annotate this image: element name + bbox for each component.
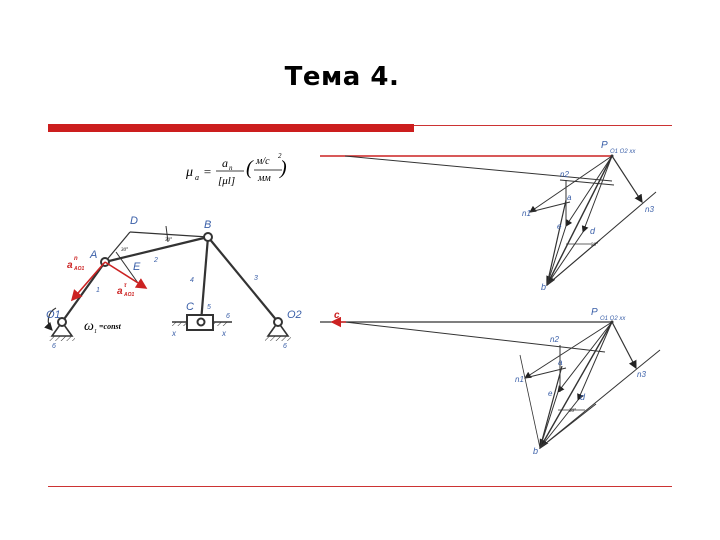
svg-text:n1: n1: [522, 209, 531, 218]
svg-text:30°: 30°: [591, 243, 598, 248]
link-1: [61, 261, 106, 323]
page-title: Тема 4.: [284, 62, 400, 92]
acceleration-plan-bottom: 30° c P O1 O2 xx n2 n1 a e d n3 b: [320, 307, 661, 456]
title-accent-bar: [48, 124, 414, 132]
svg-text:n1: n1: [515, 375, 524, 384]
svg-text:e: e: [557, 222, 562, 231]
label-c: c: [334, 310, 340, 321]
svg-text:=: =: [203, 164, 212, 179]
link-3: [207, 236, 279, 323]
svg-text:b: b: [541, 282, 546, 292]
svg-text:a: a: [222, 156, 228, 170]
label-O2: O2: [287, 309, 302, 321]
pole-P-top: P: [601, 140, 608, 151]
svg-text:30°: 30°: [121, 248, 128, 253]
svg-text:AO1: AO1: [73, 266, 85, 272]
svg-text:2: 2: [153, 257, 158, 264]
svg-text:4: 4: [190, 277, 194, 284]
svg-text:1: 1: [96, 287, 100, 294]
acc-normal-arrow: [70, 261, 106, 302]
svg-text:a: a: [195, 173, 199, 182]
svg-text:=const: =const: [99, 322, 122, 331]
svg-text:a: a: [558, 358, 563, 367]
acc-tangential-arrow: [104, 261, 148, 289]
label-O1: O1: [46, 309, 61, 321]
svg-text:τ: τ: [124, 283, 127, 289]
label-A: A: [89, 249, 97, 261]
svg-text:30°: 30°: [165, 238, 172, 243]
svg-text:O1 O2 xx: O1 O2 xx: [610, 149, 636, 155]
svg-text:м/с: м/с: [255, 156, 270, 167]
svg-text:x: x: [171, 329, 177, 338]
mechanism-scheme: D B A E C O1 O2 1 2 3 4 5 6 6 6 x x 30° …: [44, 215, 302, 350]
footer-rule: [48, 486, 672, 487]
svg-text:n3: n3: [637, 370, 646, 379]
svg-text:x: x: [221, 329, 227, 338]
svg-text:2: 2: [278, 152, 282, 160]
joint-B: [203, 232, 213, 242]
svg-text:6: 6: [52, 343, 56, 350]
svg-text:n2: n2: [560, 170, 569, 179]
svg-text:(: (: [246, 157, 254, 179]
svg-text:n3: n3: [645, 205, 654, 214]
svg-text:n: n: [74, 256, 78, 262]
svg-text:30°: 30°: [569, 409, 576, 414]
acc-tangential-label: a: [117, 286, 123, 297]
svg-text:1: 1: [94, 329, 97, 335]
scale-formula: μ a = a n [μl] ( м/с 2 мм ): [185, 152, 287, 187]
pole-P-bottom: P: [591, 307, 598, 318]
svg-text:n: n: [229, 164, 233, 172]
label-E: E: [133, 261, 141, 273]
svg-text:[μl]: [μl]: [218, 175, 235, 187]
acc-normal-label: a: [67, 260, 73, 271]
omega-label: ω: [84, 319, 94, 334]
svg-text:b: b: [533, 446, 538, 456]
joint-O1: [57, 317, 67, 327]
svg-text:d: d: [580, 392, 586, 402]
link-4: [199, 236, 210, 323]
svg-text:a: a: [567, 193, 572, 202]
svg-text:e: e: [548, 389, 553, 398]
svg-text:6: 6: [283, 343, 287, 350]
svg-text:6: 6: [226, 313, 230, 320]
label-C: C: [186, 301, 194, 313]
svg-text:): ): [279, 157, 287, 179]
acceleration-plan-top: 30° P O1 O2 xx n2 n1 a e d n3 b: [320, 140, 657, 292]
svg-text:3: 3: [254, 275, 258, 282]
svg-text:мм: мм: [257, 173, 271, 184]
svg-text:O1 O2 xx: O1 O2 xx: [600, 316, 626, 322]
svg-text:n2: n2: [550, 335, 559, 344]
svg-text:μ: μ: [185, 165, 193, 180]
svg-text:5: 5: [207, 304, 211, 311]
svg-text:d: d: [590, 226, 596, 236]
joint-O2: [273, 317, 283, 327]
joint-C: [196, 317, 206, 327]
label-B: B: [204, 219, 211, 231]
svg-text:AO1: AO1: [123, 292, 135, 298]
label-D: D: [130, 215, 138, 227]
title-rule: [414, 125, 672, 126]
link-2: [104, 235, 209, 264]
